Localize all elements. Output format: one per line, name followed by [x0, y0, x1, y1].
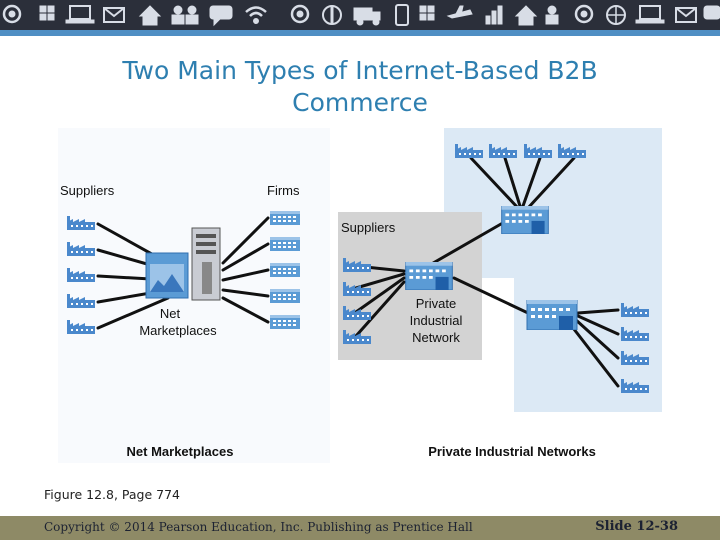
right-caption: Private Industrial Networks	[428, 444, 596, 459]
copyright-text: Copyright © 2014 Pearson Education, Inc.…	[44, 520, 473, 534]
grid-icon	[39, 5, 55, 21]
hub-label-line1: Net	[160, 306, 181, 321]
slide-number: Slide 12-38	[595, 519, 678, 534]
house-icon	[138, 5, 162, 26]
wifi-icon	[245, 6, 267, 24]
figure-caption: Figure 12.8, Page 774	[44, 487, 181, 502]
mail-icon	[103, 7, 125, 23]
dollar-icon	[322, 5, 342, 25]
house-icon-2	[514, 5, 538, 26]
globe-icon	[606, 5, 626, 25]
laptop-icon	[65, 5, 95, 24]
hub-label-line2: Marketplaces	[139, 323, 217, 338]
chart-icon	[485, 5, 503, 25]
b2b-diagram: Suppliers Firms Net Marketplaces Net Mar…	[58, 128, 662, 463]
chat-icon-2	[703, 5, 720, 20]
laptop-icon-2	[635, 5, 665, 24]
slide-footer: Copyright © 2014 Pearson Education, Inc.…	[0, 516, 720, 540]
at-icon-2	[290, 4, 310, 24]
at-icon-3	[574, 4, 594, 24]
pin-label-line2: Industrial	[410, 313, 463, 328]
hub-firm-top	[501, 206, 549, 234]
marketplace-hub-icon	[145, 227, 221, 301]
right-spokes	[354, 156, 620, 388]
private-network-hub-firm	[405, 262, 453, 290]
pin-label-line3: Network	[412, 330, 460, 345]
grid-icon-2	[419, 5, 435, 21]
right-suppliers-label: Suppliers	[341, 220, 396, 235]
mail-icon-2	[675, 7, 697, 23]
people-icon-2	[545, 5, 559, 25]
title-line-1: Two Main Types of Internet-Based B2B	[122, 56, 598, 85]
pin-label-line1: Private	[416, 296, 456, 311]
people-icon	[171, 5, 199, 25]
plane-icon	[446, 5, 473, 19]
truck-icon	[353, 7, 381, 26]
left-firms-label: Firms	[267, 183, 300, 198]
icon-banner	[0, 0, 720, 36]
left-suppliers-label: Suppliers	[60, 183, 115, 198]
phone-icon	[395, 4, 409, 26]
at-icon	[2, 4, 22, 24]
title-line-2: Commerce	[292, 88, 428, 117]
slide-title: Two Main Types of Internet-Based B2B Com…	[40, 55, 680, 119]
left-caption: Net Marketplaces	[127, 444, 234, 459]
hub-firm-right	[526, 300, 578, 330]
chat-icon	[209, 5, 233, 27]
